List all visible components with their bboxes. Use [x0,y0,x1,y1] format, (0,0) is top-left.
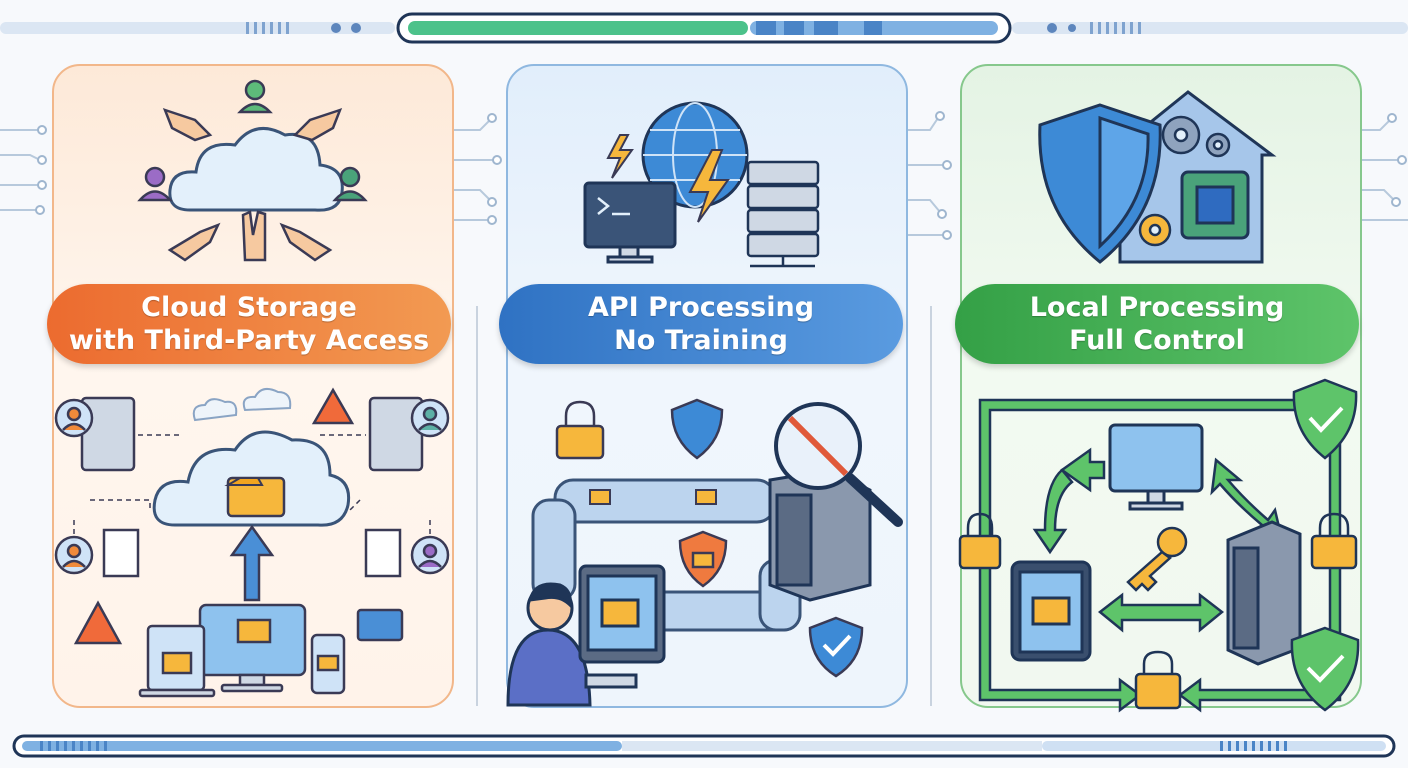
user-icon [137,79,368,202]
phone-icon [310,633,346,695]
lightning-icon [606,134,730,223]
monitor-icon [198,603,307,693]
gear-icon [1138,115,1231,247]
folder-icon [356,608,404,642]
user-icon [54,398,450,575]
title-line2: No Training [614,325,788,356]
laptop-icon [138,624,216,698]
cloud-icon [168,126,344,212]
shield-icon [1038,103,1162,264]
warning-icon [73,387,355,645]
person-at-computer-icon [506,564,666,707]
lock-icon [958,512,1358,710]
divider-left [476,306,478,706]
title-line1: Local Processing [1029,292,1285,323]
check-shield-icon [1290,378,1360,712]
key-icon [1126,526,1188,592]
title-line2: with Third-Party Access [68,325,430,356]
upload-arrow-icon [229,524,275,602]
bottom-progress-bar [12,734,1396,758]
title-line1: Cloud Storage [141,292,357,323]
title-pill-cloud-storage: Cloud Storage with Third-Party Access [47,284,451,364]
hands-icon [162,107,343,262]
lock-icon [555,400,605,460]
monitor-icon [1108,423,1204,511]
top-progress-bar [0,12,1408,44]
folder-icon [224,476,286,518]
title-line2: Full Control [1069,325,1245,356]
title-pill-api-processing: API Processing No Training [499,284,903,364]
server-icon [768,468,872,602]
folder-icon [589,489,717,505]
title-line1: API Processing [587,292,815,323]
gate-icon [102,528,402,578]
server-icon [746,160,820,268]
terminal-icon [583,181,677,264]
chip-icon [1180,170,1250,240]
title-pill-local-processing: Local Processing Full Control [955,284,1359,364]
shield-lock-icon [678,530,728,588]
check-shield-icon [808,616,864,678]
magnifier-icon [774,402,903,527]
server-icon [80,396,424,472]
tablet-icon [1010,560,1092,662]
server-icon [1226,520,1302,666]
divider-right [930,306,932,706]
shield-icon [670,398,724,460]
